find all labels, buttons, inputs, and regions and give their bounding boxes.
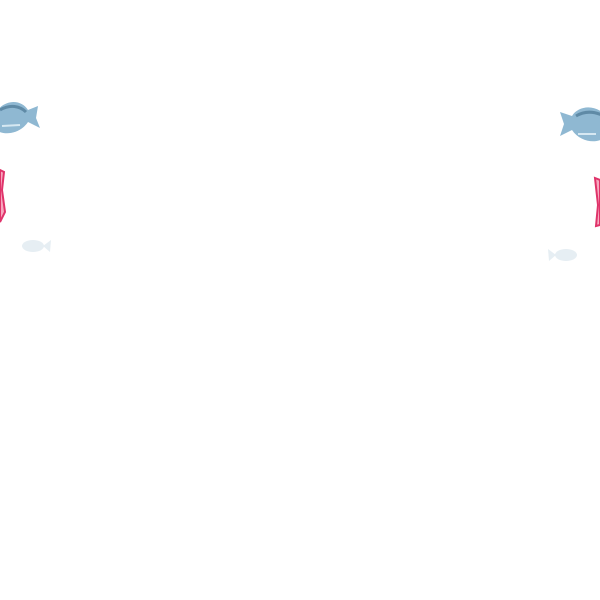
bow-icon (593, 176, 600, 228)
faint-fish-icon (22, 240, 51, 252)
faint-fish-icon (548, 249, 577, 261)
fish-icon (0, 102, 40, 134)
bow-icon (0, 168, 7, 223)
fish-icon (560, 107, 600, 142)
